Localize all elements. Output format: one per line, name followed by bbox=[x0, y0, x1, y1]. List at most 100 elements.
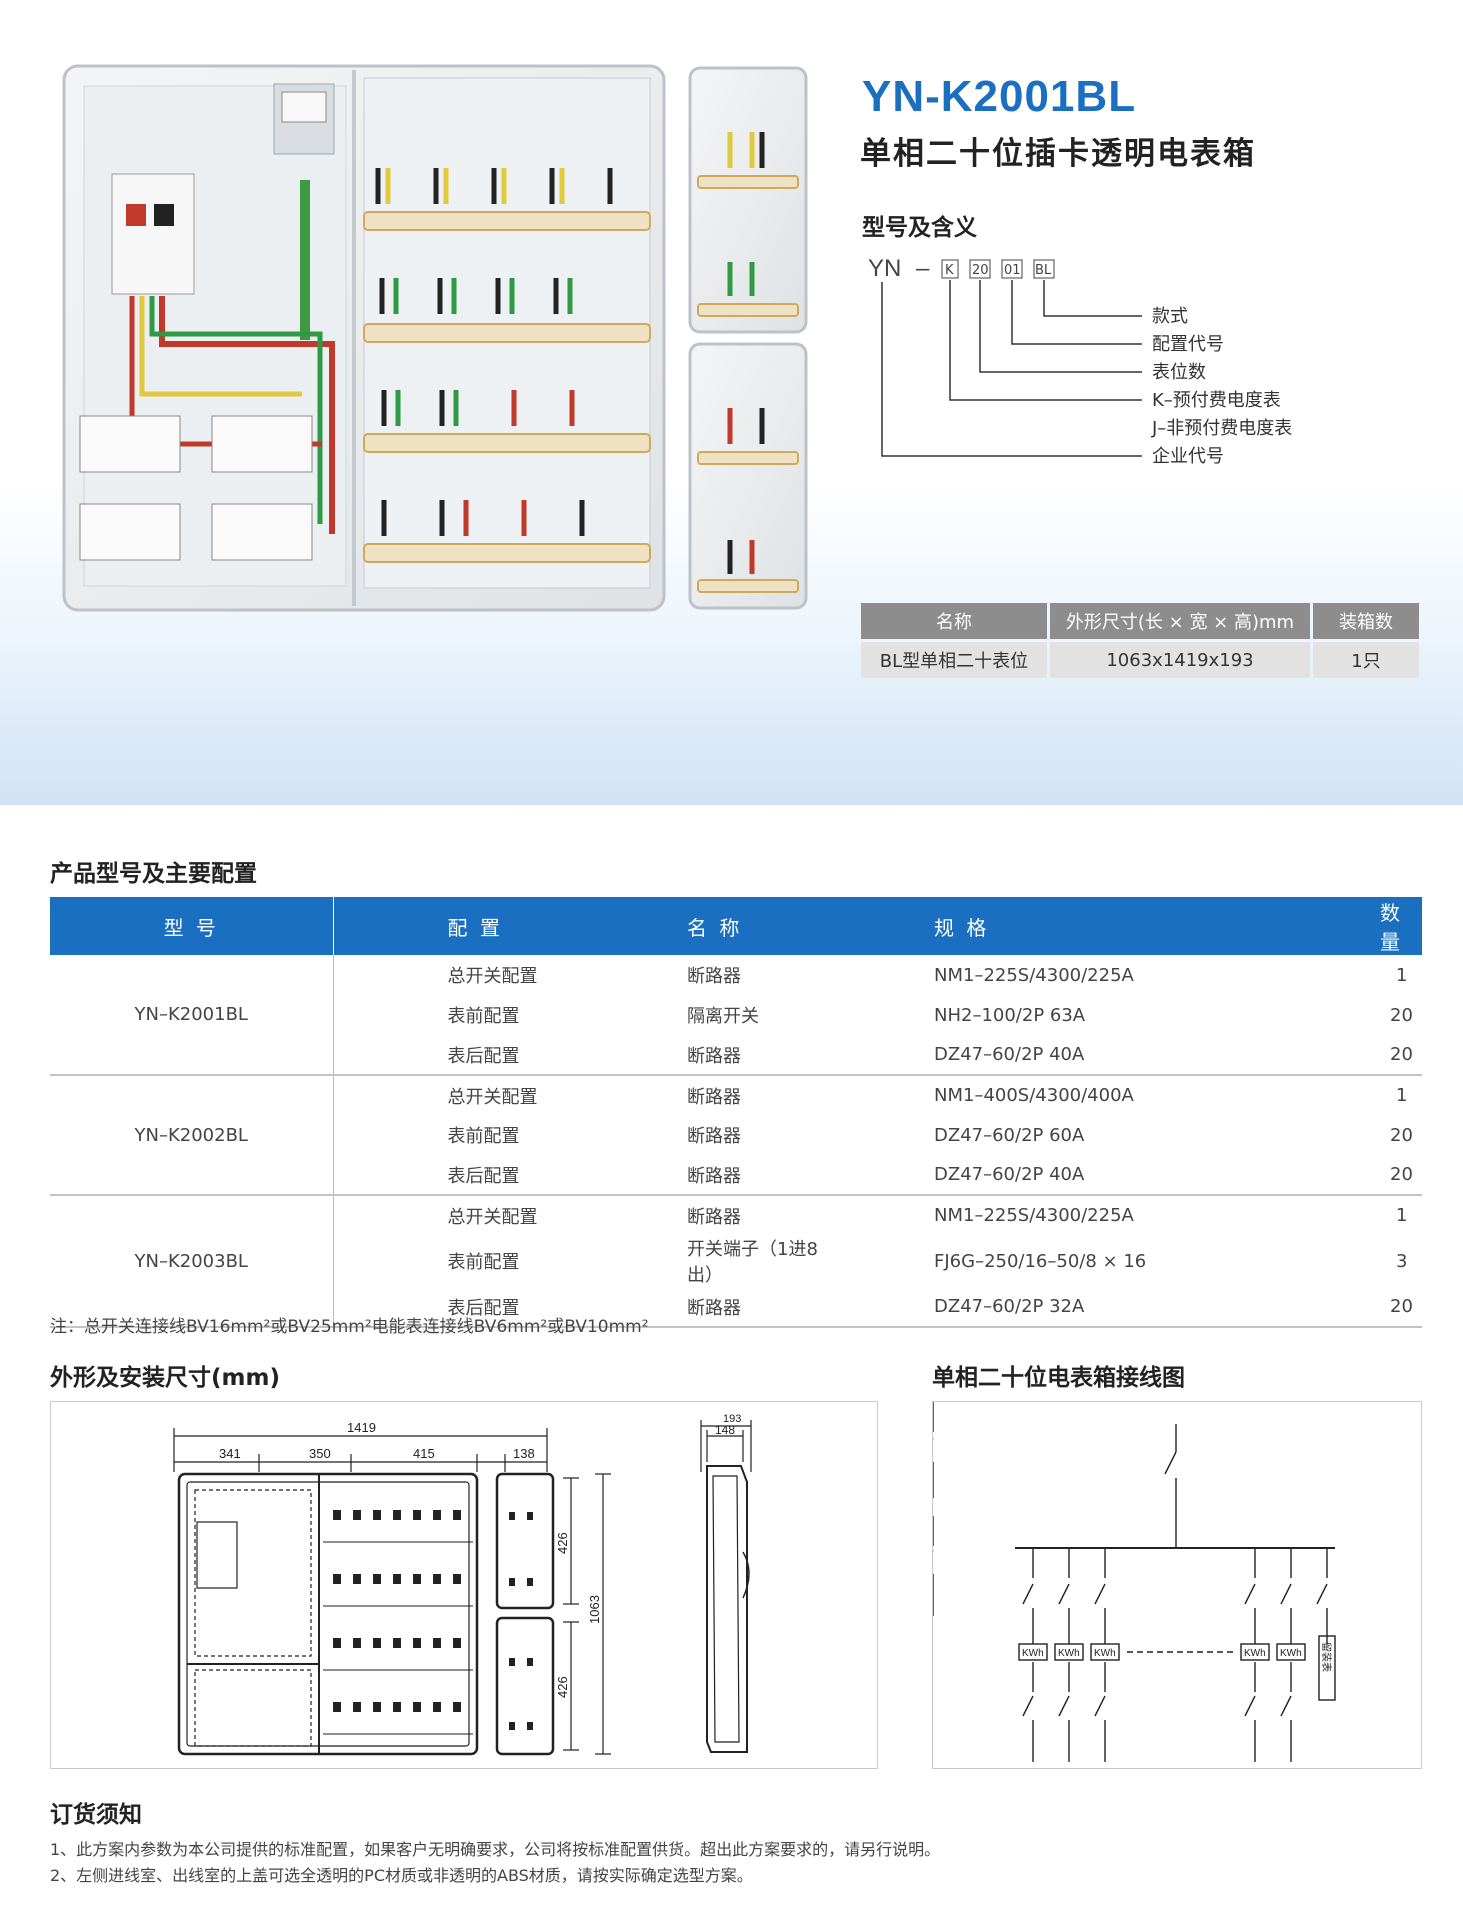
dim-w1: 341 bbox=[219, 1446, 241, 1461]
legend-style: 款式 bbox=[1152, 306, 1188, 327]
config-header-qty: 数 量 bbox=[1166, 897, 1422, 955]
qty-cell: 20 bbox=[1390, 1124, 1413, 1146]
dim-h-lower: 426 bbox=[555, 1676, 570, 1698]
legend-prepaid: K–预付费电度表 bbox=[1152, 390, 1281, 411]
config-section-title: 产品型号及主要配置 bbox=[50, 861, 257, 887]
spec-cell-packing: 1只 bbox=[1313, 642, 1419, 678]
config-cell: 表前配置 bbox=[447, 1126, 520, 1147]
dim-depth-total: 193 bbox=[723, 1413, 741, 1425]
dim-total-width: 1419 bbox=[347, 1420, 376, 1435]
spec-cell: FJ6G–250/16–50/8 × 16 bbox=[934, 1250, 1147, 1272]
config-cell: 总开关配置 bbox=[447, 1086, 538, 1108]
legend-config-code: 配置代号 bbox=[1152, 334, 1224, 355]
qty-cell: 1 bbox=[1396, 1205, 1408, 1226]
code-dash: – bbox=[916, 255, 930, 282]
config-cell: 表后配置 bbox=[333, 1287, 570, 1328]
model-meaning-title: 型号及含义 bbox=[862, 215, 977, 241]
name-cell: 断路器 bbox=[687, 1086, 741, 1108]
dim-w3: 415 bbox=[413, 1446, 435, 1461]
dimension-drawing: 1419 341 350 415 138 1063 426 426 193 14… bbox=[173, 1413, 752, 1756]
table-row: 表后配置 断路器 DZ47–60/2P 32A 20 bbox=[50, 1287, 1422, 1328]
spec-header-packing: 装箱数 bbox=[1313, 603, 1419, 639]
model-cell: YN–K2003BL bbox=[50, 1195, 334, 1328]
table-row: 表后配置 断路器 DZ47–60/2P 40A 20 bbox=[50, 1035, 1422, 1076]
config-cell: 表后配置 bbox=[333, 1155, 570, 1196]
code-prefix: YN bbox=[868, 255, 901, 282]
meter-label: KWh bbox=[1022, 1648, 1044, 1659]
code-part-bl: BL bbox=[1035, 263, 1052, 278]
qty-cell: 20 bbox=[1166, 1287, 1422, 1328]
spec-cell: NM1–400S/4300/400A bbox=[934, 1085, 1134, 1106]
dim-height: 1063 bbox=[587, 1595, 602, 1624]
config-header-spec: 规 格 bbox=[826, 897, 1166, 955]
meter-label: KWh bbox=[1058, 1648, 1080, 1659]
table-row: YN–K2003BL 总开关配置 断路器 NM1–225S/4300/225A … bbox=[50, 1195, 1422, 1328]
spec-cell: NH2–100/2P 63A bbox=[934, 1004, 1086, 1026]
code-part-20: 20 bbox=[972, 263, 989, 278]
dimension-drawing-panel: 1419 341 350 415 138 1063 426 426 193 14… bbox=[50, 1401, 878, 1769]
reserve-label: 留装表 bbox=[1320, 1642, 1333, 1672]
ordering-item-1: 1、此方案内参数为本公司提供的标准配置，如果客户无明确要求，公司将按标准配置供货… bbox=[50, 1840, 941, 1859]
meter-label: KWh bbox=[1094, 1648, 1116, 1659]
model-cell: YN–K2001BL bbox=[50, 955, 334, 1076]
config-header-config: 配 置 bbox=[333, 897, 570, 955]
wiring-diagram: KWh KWh KWh KWh KWh 留装表 bbox=[933, 1402, 1336, 1762]
table-row: 表前配置 隔离开关 NH2–100/2P 63A 20 bbox=[50, 995, 1422, 1035]
config-header-model: 型 号 bbox=[50, 897, 334, 955]
table-row: YN–K2001BL 总开关配置 断路器 NM1–225S/4300/225A … bbox=[50, 955, 1422, 1076]
qty-cell: 1 bbox=[1396, 964, 1408, 986]
name-cell: 断路器 bbox=[570, 1035, 826, 1076]
product-name: 单相二十位插卡透明电表箱 bbox=[860, 136, 1256, 172]
name-cell: 断路器 bbox=[687, 1206, 741, 1228]
qty-cell: 1 bbox=[1396, 1085, 1408, 1106]
qty-cell: 20 bbox=[1390, 1004, 1413, 1026]
spec-header-name: 名称 bbox=[861, 603, 1047, 639]
dim-w2: 350 bbox=[309, 1446, 331, 1461]
name-cell: 开关端子（1进8出） bbox=[687, 1239, 818, 1286]
qty-cell: 20 bbox=[1166, 1155, 1422, 1196]
dimension-section-title: 外形及安装尺寸(mm) bbox=[50, 1365, 280, 1391]
spec-table: 名称 外形尺寸(长 × 宽 × 高)mm 装箱数 BL型单相二十表位 1063x… bbox=[858, 600, 1422, 681]
legend-company-code: 企业代号 bbox=[1152, 446, 1224, 467]
config-cell: 表前配置 bbox=[447, 1252, 520, 1273]
spec-cell: DZ47–60/2P 60A bbox=[934, 1124, 1085, 1146]
config-header-row: 型 号 配 置 名 称 规 格 数 量 bbox=[50, 897, 1422, 955]
dim-h-upper: 426 bbox=[555, 1532, 570, 1554]
spec-cell: NM1–225S/4300/225A bbox=[934, 964, 1134, 986]
ordering-title: 订货须知 bbox=[50, 1802, 142, 1828]
model-title: YN-K2001BL bbox=[862, 72, 1137, 121]
name-cell: 隔离开关 bbox=[687, 1006, 759, 1027]
name-cell: 断路器 bbox=[687, 1126, 741, 1147]
product-photo bbox=[62, 64, 808, 612]
wiring-diagram-panel: KWh KWh KWh KWh KWh 留装表 bbox=[932, 1401, 1422, 1769]
table-row: 表前配置 开关端子（1进8出） FJ6G–250/16–50/8 × 16 3 bbox=[50, 1235, 1422, 1287]
name-cell: 断路器 bbox=[687, 966, 741, 987]
qty-cell: 20 bbox=[1166, 1035, 1422, 1076]
dim-w4: 138 bbox=[513, 1446, 535, 1461]
spec-cell-dimension: 1063x1419x193 bbox=[1050, 642, 1310, 678]
model-cell: YN–K2002BL bbox=[50, 1075, 334, 1196]
config-table: 型 号 配 置 名 称 规 格 数 量 YN–K2001BL 总开关配置 断路器… bbox=[50, 897, 1422, 1328]
qty-cell: 3 bbox=[1396, 1250, 1408, 1272]
model-code-diagram: YN – K 20 01 BL 款式 配置代号 表位数 K–预付费电度表 J–非… bbox=[868, 255, 1292, 467]
legend-non-prepaid: J–非预付费电度表 bbox=[1151, 418, 1292, 439]
spec-cell-name: BL型单相二十表位 bbox=[861, 642, 1047, 678]
config-cell: 表前配置 bbox=[447, 1006, 520, 1027]
table-row: 表前配置 断路器 DZ47–60/2P 60A 20 bbox=[50, 1115, 1422, 1155]
spec-cell: DZ47–60/2P 32A bbox=[826, 1287, 1166, 1328]
config-cell: 总开关配置 bbox=[447, 1206, 538, 1228]
legend-meter-count: 表位数 bbox=[1152, 362, 1206, 383]
name-cell: 断路器 bbox=[570, 1287, 826, 1328]
table-row: 表后配置 断路器 DZ47–60/2P 40A 20 bbox=[50, 1155, 1422, 1196]
spec-header-dimension: 外形尺寸(长 × 宽 × 高)mm bbox=[1050, 603, 1310, 639]
wiring-note: 注：总开关连接线BV16mm²或BV25mm²电能表连接线BV6mm²或BV10… bbox=[50, 1317, 649, 1337]
code-part-k: K bbox=[945, 263, 954, 278]
ordering-item-2: 2、左侧进线室、出线室的上盖可选全透明的PC材质或非透明的ABS材质，请按实际确… bbox=[50, 1866, 753, 1885]
meter-label: KWh bbox=[1280, 1648, 1302, 1659]
wiring-section-title: 单相二十位电表箱接线图 bbox=[932, 1365, 1185, 1391]
config-cell: 总开关配置 bbox=[447, 966, 538, 987]
meter-label: KWh bbox=[1244, 1648, 1266, 1659]
table-row: YN–K2002BL 总开关配置 断路器 NM1–400S/4300/400A … bbox=[50, 1075, 1422, 1196]
code-part-01: 01 bbox=[1004, 263, 1021, 278]
spec-cell: DZ47–60/2P 40A bbox=[826, 1155, 1166, 1196]
